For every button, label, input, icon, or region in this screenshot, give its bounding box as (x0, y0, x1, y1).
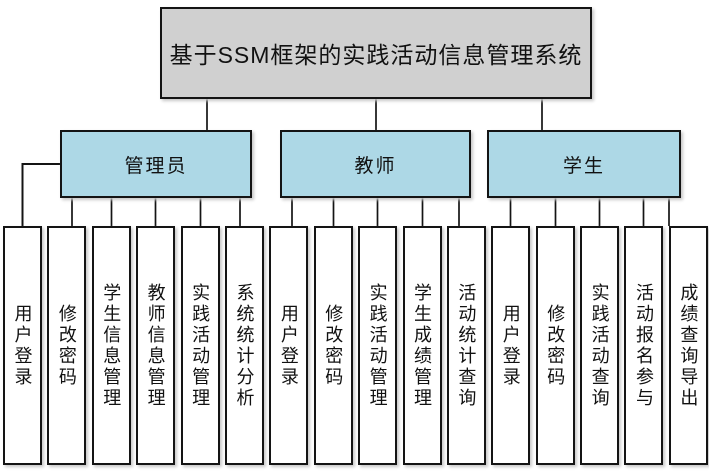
leaf-label: 学生信息管理 (101, 282, 122, 409)
title-label: 基于SSM框架的实践活动信息管理系统 (169, 42, 583, 68)
leaf-node: 学生成绩管理 (402, 226, 442, 465)
leaf-label: 用户登录 (500, 303, 521, 388)
leaf-label: 学生成绩管理 (412, 282, 433, 409)
leaf-label: 用户登录 (12, 303, 33, 388)
leaf-node: 学生信息管理 (91, 226, 131, 465)
leaf-label: 实践活动管理 (367, 282, 388, 409)
leaf-node: 成绩查询导出 (668, 226, 708, 465)
leaf-label: 修改密码 (56, 303, 77, 388)
leaf-label: 实践活动管理 (190, 282, 211, 409)
leaf-label: 修改密码 (545, 303, 566, 388)
leaf-node: 实践活动管理 (180, 226, 220, 465)
leaf-label: 系统统计分析 (234, 282, 255, 409)
leaf-node: 教师信息管理 (136, 226, 176, 465)
role-node-admin: 管理员 (60, 130, 252, 198)
leaf-node: 修改密码 (47, 226, 87, 465)
leaf-node: 用户登录 (269, 226, 309, 465)
leaf-node: 修改密码 (313, 226, 353, 465)
leaf-label: 活动报名参与 (633, 282, 654, 409)
leaf-label: 成绩查询导出 (678, 282, 699, 409)
leaf-node: 实践活动查询 (580, 226, 620, 465)
title-node: 基于SSM框架的实践活动信息管理系统 (160, 7, 592, 99)
leaf-label: 用户登录 (278, 303, 299, 388)
leaf-node: 系统统计分析 (224, 226, 264, 465)
role-label: 学生 (562, 155, 605, 177)
role-node-student: 学生 (487, 130, 681, 198)
leaf-node: 修改密码 (535, 226, 575, 465)
role-node-teacher: 教师 (280, 130, 471, 198)
leaf-label: 修改密码 (323, 303, 344, 388)
leaf-row: 用户登录 修改密码 学生信息管理 教师信息管理 实践活动管理 系统统计分析 用户… (3, 226, 708, 465)
role-label: 管理员 (124, 155, 188, 177)
leaf-label: 活动统计查询 (456, 282, 477, 409)
leaf-node: 活动报名参与 (624, 226, 664, 465)
leaf-node: 实践活动管理 (358, 226, 398, 465)
leaf-label: 实践活动查询 (589, 282, 610, 409)
leaf-label: 教师信息管理 (145, 282, 166, 409)
leaf-node: 活动统计查询 (446, 226, 486, 465)
role-label: 教师 (354, 155, 397, 177)
leaf-node: 用户登录 (3, 226, 42, 465)
leaf-node: 用户登录 (491, 226, 531, 465)
